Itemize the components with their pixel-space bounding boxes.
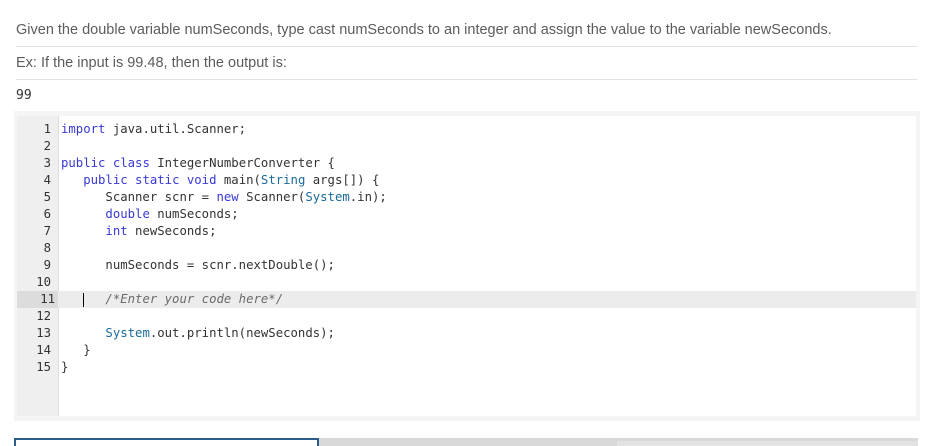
code-line[interactable]: 4 public static void main(String args[])… (17, 172, 916, 189)
code-line[interactable]: 13 System.out.println(newSeconds); (17, 325, 916, 342)
code-editor[interactable]: 1 import java.util.Scanner; 2 3 public class… (17, 116, 916, 416)
line-number: 12 (36, 309, 51, 323)
code-line[interactable]: 9 numSeconds = scnr.nextDouble(); (17, 257, 916, 274)
code-text[interactable]: public class IntegerNumberConverter { (61, 156, 335, 170)
line-number: 14 (36, 343, 51, 357)
line-number: 13 (36, 326, 51, 340)
line-number: 7 (43, 224, 51, 238)
code-text[interactable]: public static void main(String args[]) { (83, 173, 380, 187)
code-line[interactable]: 6 double numSeconds; (17, 206, 916, 223)
line-number: 6 (43, 207, 51, 221)
line-number: 1 (43, 122, 51, 136)
code-line[interactable]: 11 /*Enter your code here*/ (17, 291, 916, 308)
code-editor-container: 1 import java.util.Scanner; 2 3 public class… (14, 111, 920, 421)
code-line[interactable]: 15} (17, 359, 916, 376)
code-text[interactable]: /*Enter your code here*/ (105, 292, 284, 306)
line-number-gutter (17, 116, 59, 416)
code-text[interactable]: int newSeconds; (105, 224, 217, 238)
bottom-panel-tab-secondary[interactable] (617, 441, 918, 446)
example-description: Ex: If the input is 99.48, then the outp… (16, 55, 287, 71)
code-line[interactable]: 10 (17, 274, 916, 291)
bottom-panel-tab[interactable] (14, 438, 319, 446)
code-line[interactable]: 2 (17, 138, 916, 155)
code-text[interactable]: numSeconds = scnr.nextDouble(); (61, 258, 335, 272)
bottom-panel-bar (14, 438, 918, 446)
line-number: 3 (43, 156, 51, 170)
code-text[interactable]: } (61, 360, 69, 374)
code-text[interactable]: double numSeconds; (105, 207, 239, 221)
code-line[interactable]: 3 public class IntegerNumberConverter { (17, 155, 916, 172)
line-number: 10 (36, 275, 51, 289)
code-text[interactable]: import java.util.Scanner; (61, 122, 247, 136)
divider (16, 79, 917, 80)
code-line[interactable]: 8 (17, 240, 916, 257)
code-line[interactable]: 12 (17, 308, 916, 325)
sample-output: 99 (16, 88, 32, 103)
code-line[interactable]: 14 } (17, 342, 916, 359)
line-number: 9 (43, 258, 51, 272)
line-number: 15 (36, 360, 51, 374)
problem-statement: Given the double variable numSeconds, ty… (16, 22, 832, 38)
line-number: 4 (43, 173, 51, 187)
line-number: 8 (43, 241, 51, 255)
code-line[interactable]: 5 Scanner scnr = new Scanner(System.in); (17, 189, 916, 206)
code-text[interactable]: System.out.println(newSeconds); (105, 326, 335, 340)
divider (16, 46, 917, 47)
code-line[interactable]: 1 import java.util.Scanner; (17, 121, 916, 138)
code-text[interactable]: } (61, 343, 91, 357)
line-number: 5 (43, 190, 51, 204)
code-text[interactable]: Scanner scnr = new Scanner(System.in); (61, 190, 387, 204)
line-number: 2 (43, 139, 51, 153)
line-number: 11 (17, 291, 58, 308)
code-line[interactable]: 7 int newSeconds; (17, 223, 916, 240)
text-cursor (83, 293, 84, 307)
